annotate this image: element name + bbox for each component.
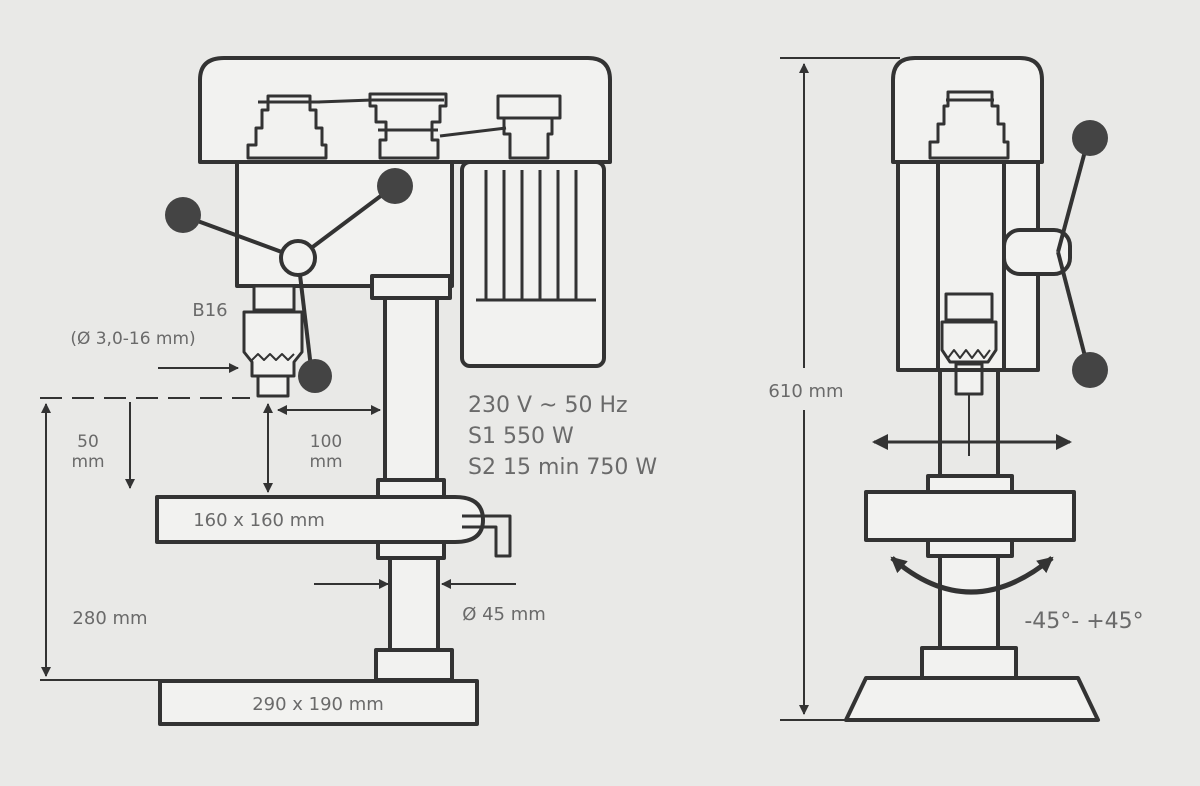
- spindle-travel-label: 50: [77, 432, 99, 452]
- side-column-foot: [920, 646, 1018, 680]
- side-base: [844, 676, 1100, 722]
- side-labels: 610 mm -45°- +45°: [764, 377, 1143, 634]
- chuck-name-label: B16: [192, 300, 227, 321]
- front-column-upper: [383, 296, 439, 484]
- s1-power-label: S1 550 W: [468, 424, 574, 449]
- side-view: [844, 56, 1108, 722]
- chuck-range-label: (Ø 3,0-16 mm): [70, 329, 195, 349]
- side-handle-knob-bottom[interactable]: [1072, 352, 1108, 388]
- front-column-foot: [374, 648, 454, 682]
- base-size-label: 290 x 190 mm: [252, 694, 384, 715]
- front-motor: [460, 160, 606, 368]
- side-column-lower: [938, 554, 1000, 650]
- side-table-bracket: [926, 474, 1014, 494]
- side-pulley: [928, 90, 1010, 160]
- front-table: [155, 495, 485, 544]
- table-tilt-arc-arrow: [890, 556, 1054, 595]
- feed-handle-knob-bottom[interactable]: [298, 359, 332, 393]
- feed-handle-knob-left[interactable]: [165, 197, 201, 233]
- front-view: [155, 56, 612, 726]
- side-feed-handle: [1056, 120, 1108, 388]
- s2-power-label: S2 15 min 750 W: [468, 455, 657, 480]
- front-column-collar: [370, 274, 452, 300]
- front-base: [158, 679, 479, 726]
- front-drill-bit-tip: [256, 374, 290, 398]
- front-pulleys: [246, 92, 562, 160]
- front-spindle: [252, 284, 296, 312]
- total-height-label: 610 mm: [768, 381, 843, 402]
- front-chuck: [242, 310, 304, 378]
- front-labels: B16 (Ø 3,0-16 mm) 50 mm 100 mm 160 x 160…: [70, 300, 545, 715]
- max-distance-label: 280 mm: [72, 608, 147, 629]
- side-chuck: [940, 292, 998, 456]
- side-table-support: [926, 538, 1014, 558]
- table-size-label: 160 x 160 mm: [193, 510, 325, 531]
- voltage-label: 230 V ~ 50 Hz: [468, 393, 628, 418]
- side-handle-knob-top[interactable]: [1072, 120, 1108, 156]
- column-diameter-label: Ø 45 mm: [462, 604, 546, 625]
- throat-depth-unit-label: mm: [309, 452, 342, 472]
- front-dimensions: [40, 363, 516, 681]
- front-table-lock-handle: [462, 514, 512, 558]
- side-feed-hub: [1002, 228, 1072, 276]
- table-tilt-label: -45°- +45°: [1024, 609, 1143, 634]
- side-table: [864, 490, 1076, 542]
- motor-specs: 230 V ~ 50 Hz S1 550 W S2 15 min 750 W: [468, 393, 657, 480]
- feed-handle-hub[interactable]: [279, 239, 317, 277]
- front-column-lower: [388, 556, 440, 652]
- throat-depth-label: 100: [310, 432, 342, 452]
- feed-handle-knob-top[interactable]: [377, 168, 413, 204]
- side-dimensions: [780, 57, 1072, 721]
- spindle-travel-unit-label: mm: [71, 452, 104, 472]
- front-feed-handles: [165, 168, 413, 393]
